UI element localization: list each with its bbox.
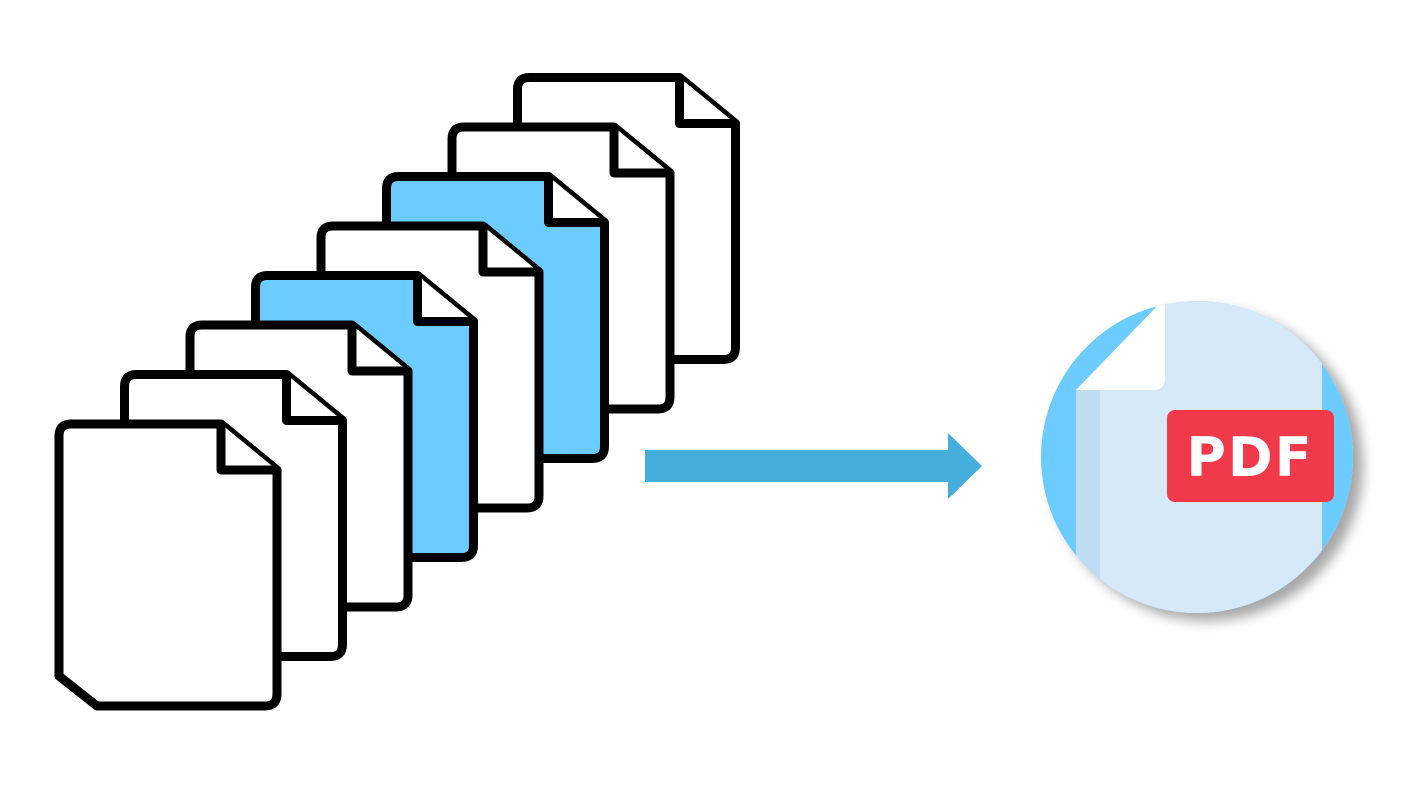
document-fold [478, 226, 539, 277]
document-fold [609, 127, 670, 178]
right-arrow-icon [645, 433, 982, 499]
pdf-label: PDF [1186, 426, 1313, 489]
pdf-badge [1167, 410, 1334, 502]
document-fold [347, 325, 408, 376]
arrow-shaft [645, 450, 955, 482]
document-stack [54, 73, 740, 711]
document-page [54, 419, 282, 711]
pdf-page-fold [1076, 301, 1165, 390]
pdf-page-shade [1076, 390, 1100, 613]
document-fold [282, 374, 343, 425]
document-fold [544, 176, 605, 227]
pdf-file-icon: PDF [1041, 301, 1353, 613]
document-fold [675, 77, 736, 128]
document-fold [216, 424, 277, 475]
document-fold [413, 275, 474, 326]
arrow-head [948, 433, 982, 499]
document-icon [54, 419, 282, 711]
